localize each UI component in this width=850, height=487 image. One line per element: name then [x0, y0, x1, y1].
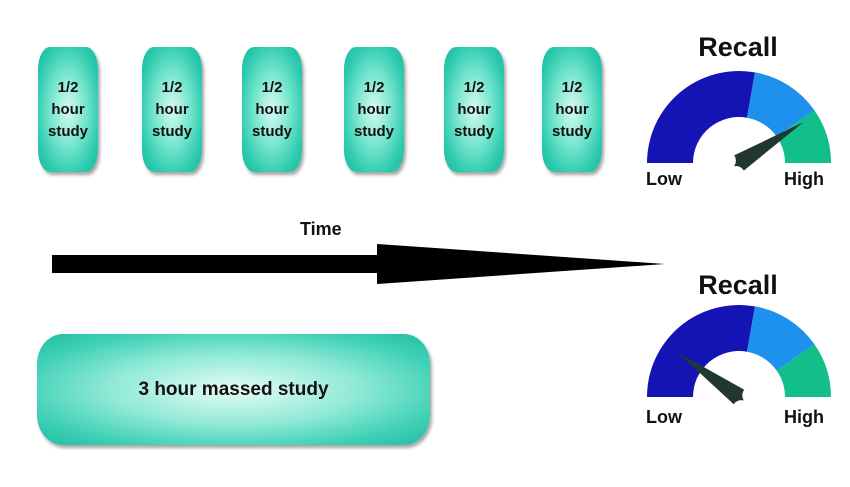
session-label: 1/2 hour study — [551, 78, 592, 140]
spaced-session-5: 1/2 hour study — [444, 47, 504, 172]
gauge-needle — [733, 122, 804, 171]
gauge-zone-mid — [746, 306, 815, 371]
gauge-low-label: Low — [646, 169, 682, 189]
gauge-zone-low — [647, 305, 755, 397]
session-label: 1/2 hour study — [353, 78, 394, 140]
gauge-dial-icon — [647, 305, 831, 405]
gauge-zone-high — [776, 110, 831, 163]
gauge-zone-mid — [746, 72, 815, 137]
time-label: Time — [300, 219, 342, 239]
gauge-title: Recall — [698, 270, 778, 300]
session-label: 1/2 hour study — [453, 78, 494, 140]
gauge-low-label: Low — [646, 407, 682, 427]
recall-gauge-massed: Recall Low High — [638, 270, 838, 430]
gauge-needle — [677, 352, 745, 405]
spaced-session-6: 1/2 hour study — [542, 47, 602, 172]
gauge-title: Recall — [698, 32, 778, 62]
gauge-dial-icon — [647, 71, 831, 171]
massed-study-label: 3 hour massed study — [138, 378, 329, 400]
gauge-high-label: High — [784, 407, 824, 427]
session-label: 1/2 hour study — [251, 78, 292, 140]
spaced-session-1: 1/2 hour study — [38, 47, 98, 172]
spaced-session-3: 1/2 hour study — [242, 47, 302, 172]
spaced-session-4: 1/2 hour study — [344, 47, 404, 172]
session-label: 1/2 hour study — [47, 78, 88, 140]
session-label: 1/2 hour study — [151, 78, 192, 140]
massed-study-block: 3 hour massed study — [37, 334, 430, 445]
gauge-high-label: High — [784, 169, 824, 189]
gauge-zone-low — [647, 71, 755, 163]
time-arrow-shape — [52, 244, 665, 284]
gauge-zone-high — [776, 344, 831, 397]
spaced-session-2: 1/2 hour study — [142, 47, 202, 172]
recall-gauge-spaced: Recall Low High — [638, 32, 838, 192]
